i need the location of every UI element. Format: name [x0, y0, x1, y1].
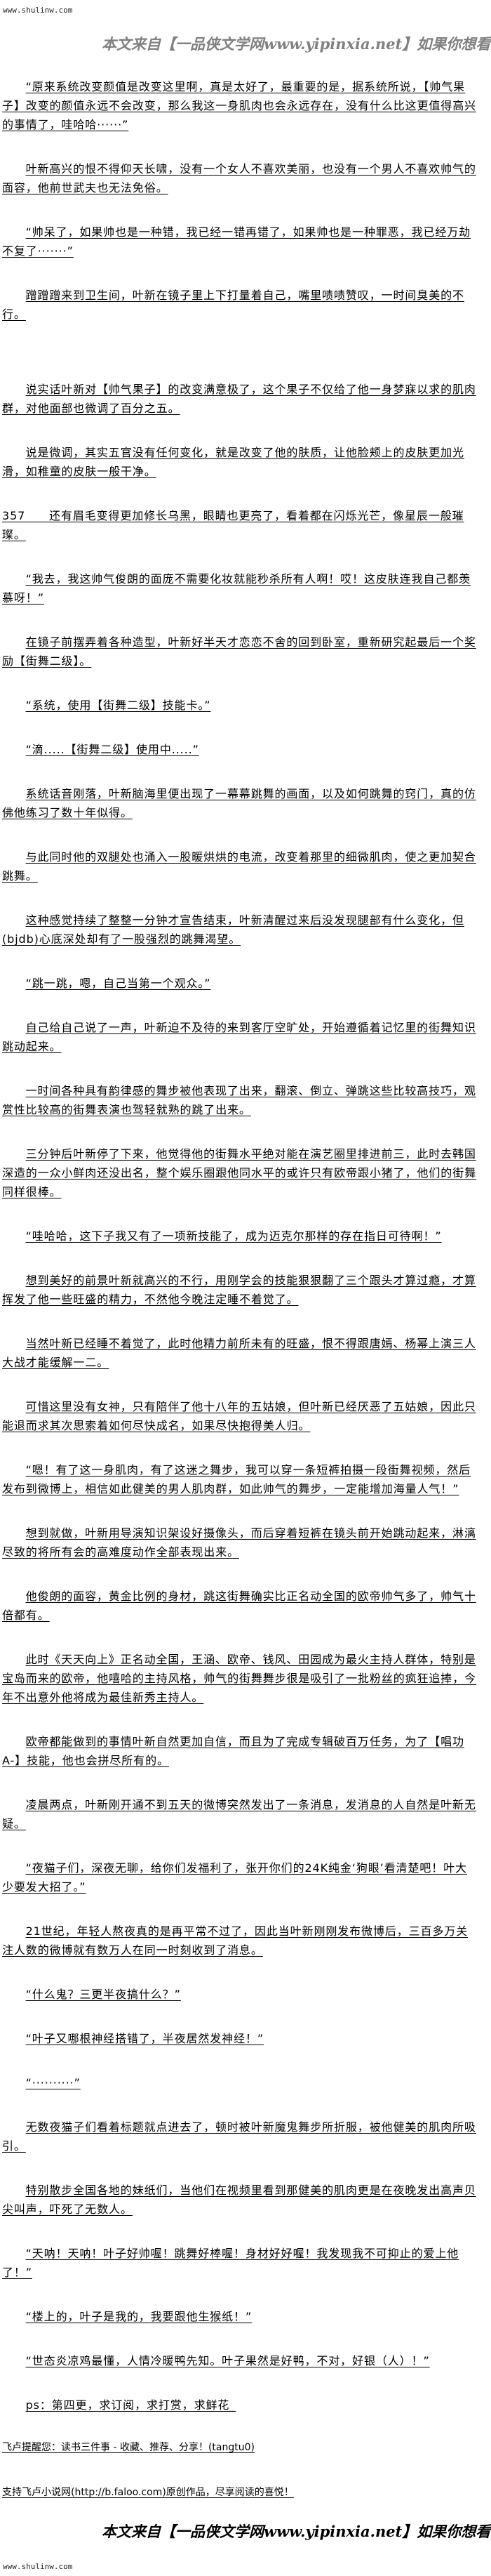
- paragraph-text: 凌晨两点，叶新刚开通不到五天的微博突然发出了一条消息，发消息的人自然是叶新无疑。: [2, 1798, 476, 1830]
- paragraph: “夜猫子们，深夜无聊，给你们发福利了，张开你们的24K纯金‘狗眼’看清楚吧！叶大…: [2, 1858, 478, 1896]
- paragraph-text: 此时《天天向上》正名动全国，王涵、欧帝、钱风、田园成为最火主持人群体，特别是宝岛…: [2, 1653, 477, 1704]
- paragraph-text: 叶新高兴的恨不得仰天长啸，没有一个女人不喜欢美丽，也没有一个男人不喜欢帅气的面容…: [2, 162, 476, 194]
- paragraph-text: “哇哈哈，这下子我又有了一项新技能了，成为迈克尔那样的存在指日可待啊！”: [25, 1229, 442, 1243]
- footer-line: 飞卢提醒您：读书三件事 - 收藏、推荐、分享！(tangtu0): [2, 2440, 486, 2455]
- paragraph: 说实话叶新对【帅气果子】的改变满意极了，这个果子不仅给了他一身梦寐以求的肌肉群，…: [2, 380, 478, 418]
- paragraph-text: 可惜这里没有女神，只有陪伴了他十八年的五姑娘，但叶新已经厌恶了五姑娘，因此只能退…: [2, 1400, 476, 1432]
- source-banner-bottom: 本文来自【一品侠文学网www.yipinxia.net】如果你想看完整版小说，请: [102, 2523, 491, 2540]
- paragraph: 此时《天天向上》正名动全国，王涵、欧帝、钱风、田园成为最火主持人群体，特别是宝岛…: [2, 1650, 478, 1707]
- paragraph: 说是微调，其实五官没有任何变化，就是改变了他的肤质，让他脸颊上的皮肤更加光滑，如…: [2, 443, 478, 481]
- chapter-footer: 飞卢提醒您：读书三件事 - 收藏、推荐、分享！(tangtu0) 支持飞卢小说网(…: [2, 2440, 486, 2500]
- paragraph: 凌晨两点，叶新刚开通不到五天的微博突然发出了一条消息，发消息的人自然是叶新无疑。: [2, 1795, 478, 1833]
- paragraph-text: “什么鬼？三更半夜搞什么？”: [25, 1988, 181, 2001]
- paragraph: 357 还有眉毛变得更加修长乌黑，眼睛也更亮了，看着都在闪烁光芒，像星辰一般璀璨…: [2, 506, 478, 544]
- paragraph-text: “原来系统改变颜值是改变这里啊，真是太好了，最重要的是，据系统所说，【帅气果子】…: [2, 80, 477, 131]
- paragraph: “··········”: [2, 2073, 478, 2092]
- paragraph: 无数夜猫子们看着标题就点进去了，顿时被叶新魔鬼舞步所折服，被他健美的肌肉所吸引。: [2, 2118, 478, 2155]
- paragraph: 叶新高兴的恨不得仰天长啸，没有一个女人不喜欢美丽，也没有一个男人不喜欢帅气的面容…: [2, 159, 478, 197]
- paragraph-text: “夜猫子们，深夜无聊，给你们发福利了，张开你们的24K纯金‘狗眼’看清楚吧！叶大…: [2, 1861, 467, 1894]
- paragraph: 当然叶新已经睡不着觉了，此时他精力前所未有的旺盛，恨不得跟唐嫣、杨幂上演三人大战…: [2, 1334, 478, 1372]
- site-url-bottom: www.shulinw.com: [3, 2562, 73, 2571]
- paragraph-text: “嗯！有了这一身肌肉，有了这迷之舞步，我可以穿一条短裤拍摄一段街舞视频，然后发布…: [2, 1463, 471, 1495]
- paragraph-text: 系统话音刚落，叶新脑海里便出现了一幕幕跳舞的画面，以及如何跳舞的窍门，真的仿佛他…: [2, 787, 476, 819]
- footer-line: 支持飞卢小说网(http://b.faloo.com)原创作品，尽享阅读的喜悦！: [2, 2485, 486, 2500]
- paragraph: “楼上的，叶子是我的，我要跟他生猴纸！”: [2, 2307, 478, 2326]
- paragraph: 在镜子前摆弄着各种造型，叶新好半天才恋恋不舍的回到卧室，重新研究起最后一个奖励【…: [2, 633, 478, 671]
- site-url-top: www.shulinw.com: [3, 6, 73, 15]
- paragraph: “原来系统改变颜值是改变这里啊，真是太好了，最重要的是，据系统所说，【帅气果子】…: [2, 77, 478, 134]
- paragraph: 欧帝都能做到的事情叶新自然更加自信，而且为了完成专辑破百万任务，为了【唱功A-】…: [2, 1732, 478, 1770]
- paragraph-text: “··········”: [25, 2076, 81, 2089]
- paragraph-text: “我去，我这帅气俊朗的面庞不需要化妆就能秒杀所有人啊！哎！这皮肤连我自己都羡慕呀…: [2, 572, 471, 605]
- paragraph: 系统话音刚落，叶新脑海里便出现了一幕幕跳舞的画面，以及如何跳舞的窍门，真的仿佛他…: [2, 784, 478, 822]
- paragraph: 他俊朗的面容，黄金比例的身材，跳这街舞确实比正名动全国的欧帝帅气多了，帅气十倍都…: [2, 1587, 478, 1625]
- paragraph-text: 当然叶新已经睡不着觉了，此时他精力前所未有的旺盛，恨不得跟唐嫣、杨幂上演三人大战…: [2, 1337, 476, 1369]
- paragraph-text: “叶子又哪根神经搭错了，半夜居然发神经！”: [25, 2032, 264, 2045]
- paragraph: 这种感觉持续了整整一分钟才宣告结束，叶新清醒过来后没发现腿部有什么变化，但(bj…: [2, 911, 478, 949]
- paragraph: 特别散步全国各地的妹纸们，当他们在视频里看到那健美的肌肉更是在夜晚发出高声贝尖叫…: [2, 2181, 478, 2219]
- paragraph-text: 蹭蹭蹭来到卫生间，叶新在镜子里上下打量着自己，嘴里啧啧赞叹，一时间臭美的不行。: [2, 289, 464, 321]
- paragraph-text: 欧帝都能做到的事情叶新自然更加自信，而且为了完成专辑破百万任务，为了【唱功A-】…: [2, 1735, 464, 1767]
- paragraph-text: 自己给自己说了一声，叶新迫不及待的来到客厅空旷处，开始遵循着记忆里的街舞知识跳动…: [2, 1021, 476, 1053]
- paragraph: “叶子又哪根神经搭错了，半夜居然发神经！”: [2, 2029, 478, 2048]
- paragraph-text: 357 还有眉毛变得更加修长乌黑，眼睛也更亮了，看着都在闪烁光芒，像星辰一般璀璨…: [2, 509, 464, 541]
- paragraph: 与此同时他的双腿处也涌入一股暖烘烘的电流，改变着那里的细微肌肉，使之更加契合跳舞…: [2, 847, 478, 885]
- paragraph-text: “滴.....【街舞二级】使用中.....”: [25, 743, 199, 756]
- paragraph-text: 说是微调，其实五官没有任何变化，就是改变了他的肤质，让他脸颊上的皮肤更加光滑，如…: [2, 446, 464, 478]
- paragraph: 可惜这里没有女神，只有陪伴了他十八年的五姑娘，但叶新已经厌恶了五姑娘，因此只能退…: [2, 1397, 478, 1435]
- footer-text: 飞卢提醒您：读书三件事 - 收藏、推荐、分享！(tangtu0): [2, 2442, 255, 2453]
- paragraph-text: 特别散步全国各地的妹纸们，当他们在视频里看到那健美的肌肉更是在夜晚发出高声贝尖叫…: [2, 2184, 476, 2216]
- footer-text: 支持飞卢小说网(http://b.faloo.com)原创作品，尽享阅读的喜悦！: [2, 2487, 294, 2498]
- paragraph: 自己给自己说了一声，叶新迫不及待的来到客厅空旷处，开始遵循着记忆里的街舞知识跳动…: [2, 1018, 478, 1056]
- paragraph: “我去，我这帅气俊朗的面庞不需要化妆就能秒杀所有人啊！哎！这皮肤连我自己都羡慕呀…: [2, 569, 478, 607]
- paragraph: “跳一跳，嗯，自己当第一个观众。”: [2, 974, 478, 993]
- paragraph-text: 一时间各种具有韵律感的舞步被他表现了出来，翻滚、倒立、弹跳这些比较高技巧，观赏性…: [2, 1084, 476, 1116]
- paragraph-text: “系统，使用【街舞二级】技能卡。”: [25, 699, 211, 712]
- paragraph-text: 想到就做，叶新用导演知识架设好摄像头，而后穿着短裤在镜头前开始跳动起来，淋漓尽致…: [2, 1526, 476, 1559]
- paragraph: 想到美好的前景叶新就高兴的不行，用刚学会的技能狠狠翻了三个跟头才算过瘾，才算挥发…: [2, 1271, 478, 1309]
- chapter-content: “原来系统改变颜值是改变这里啊，真是太好了，最重要的是，据系统所说，【帅气果子】…: [2, 77, 478, 2415]
- paragraph: “天呐！天呐！叶子好帅喔！跳舞好棒喔！身材好好喔！我发现我不可抑止的爱上他了！”: [2, 2244, 478, 2282]
- paragraph-text: “天呐！天呐！叶子好帅喔！跳舞好棒喔！身材好好喔！我发现我不可抑止的爱上他了！”: [2, 2247, 459, 2279]
- paragraph: 想到就做，叶新用导演知识架设好摄像头，而后穿着短裤在镜头前开始跳动起来，淋漓尽致…: [2, 1524, 478, 1561]
- paragraph-text: 说实话叶新对【帅气果子】的改变满意极了，这个果子不仅给了他一身梦寐以求的肌肉群，…: [2, 383, 476, 415]
- paragraph-text: 这种感觉持续了整整一分钟才宣告结束，叶新清醒过来后没发现腿部有什么变化，但(bj…: [2, 913, 464, 946]
- paragraph: “滴.....【街舞二级】使用中.....”: [2, 740, 478, 759]
- paragraph-text: “楼上的，叶子是我的，我要跟他生猴纸！”: [25, 2310, 253, 2323]
- paragraph-text: “跳一跳，嗯，自己当第一个观众。”: [25, 977, 211, 990]
- paragraph-text: 在镜子前摆弄着各种造型，叶新好半天才恋恋不舍的回到卧室，重新研究起最后一个奖励【…: [2, 635, 476, 668]
- paragraph-text: 三分钟后叶新停了下来，他觉得他的街舞水平绝对能在演艺圈里排进前三，此时去韩国深造…: [2, 1147, 477, 1198]
- paragraph-text: “世态炎凉鸡最懂，人情冷暖鸭先知。叶子果然是好鸭，不对，好银（人）！”: [25, 2354, 430, 2367]
- paragraph-text: 与此同时他的双腿处也涌入一股暖烘烘的电流，改变着那里的细微肌肉，使之更加契合跳舞…: [2, 850, 476, 883]
- paragraph: 三分钟后叶新停了下来，他觉得他的街舞水平绝对能在演艺圈里排进前三，此时去韩国深造…: [2, 1144, 478, 1201]
- paragraph: “什么鬼？三更半夜搞什么？”: [2, 1985, 478, 2004]
- paragraph: ps：第四更，求订阅，求打赏，求鲜花_: [2, 2396, 478, 2415]
- paragraph: “嗯！有了这一身肌肉，有了这迷之舞步，我可以穿一条短裤拍摄一段街舞视频，然后发布…: [2, 1460, 478, 1498]
- paragraph-text: 想到美好的前景叶新就高兴的不行，用刚学会的技能狠狠翻了三个跟头才算过瘾，才算挥发…: [2, 1274, 476, 1306]
- paragraph: 蹭蹭蹭来到卫生间，叶新在镜子里上下打量着自己，嘴里啧啧赞叹，一时间臭美的不行。: [2, 286, 478, 324]
- paragraph: “帅呆了，如果帅也是一种错，我已经一错再错了，如果帅也是一种罪恶，我已经万劫不复…: [2, 223, 478, 260]
- source-banner-top: 本文来自【一品侠文学网www.yipinxia.net】如果你想看完整版小说，请: [102, 35, 491, 53]
- paragraph-text: 他俊朗的面容，黄金比例的身材，跳这街舞确实比正名动全国的欧帝帅气多了，帅气十倍都…: [2, 1590, 476, 1622]
- paragraph: “系统，使用【街舞二级】技能卡。”: [2, 696, 478, 715]
- paragraph: 21世纪，年轻人熬夜真的是再平常不过了，因此当叶新刚刚发布微博后，三百多万关注人…: [2, 1922, 478, 1960]
- paragraph: 一时间各种具有韵律感的舞步被他表现了出来，翻滚、倒立、弹跳这些比较高技巧，观赏性…: [2, 1081, 478, 1119]
- paragraph: “哇哈哈，这下子我又有了一项新技能了，成为迈克尔那样的存在指日可待啊！”: [2, 1227, 478, 1246]
- paragraph-text: 21世纪，年轻人熬夜真的是再平常不过了，因此当叶新刚刚发布微博后，三百多万关注人…: [2, 1924, 469, 1957]
- paragraph-text: 无数夜猫子们看着标题就点进去了，顿时被叶新魔鬼舞步所折服，被他健美的肌肉所吸引。: [2, 2120, 476, 2153]
- paragraph-text: “帅呆了，如果帅也是一种错，我已经一错再错了，如果帅也是一种罪恶，我已经万劫不复…: [2, 225, 471, 258]
- paragraph-text: ps：第四更，求订阅，求打赏，求鲜花_: [25, 2398, 236, 2412]
- paragraph: “世态炎凉鸡最懂，人情冷暖鸭先知。叶子果然是好鸭，不对，好银（人）！”: [2, 2351, 478, 2370]
